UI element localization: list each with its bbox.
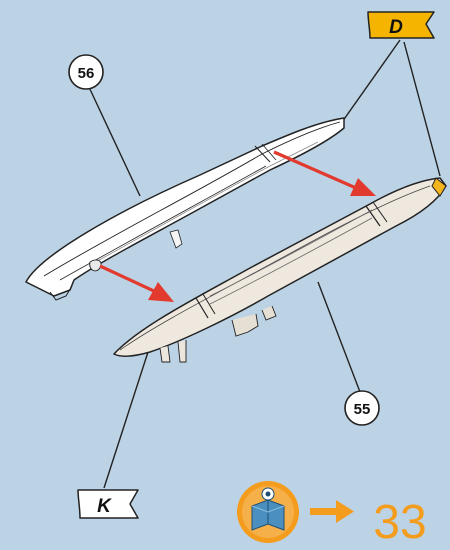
callout-56: 56	[69, 55, 103, 89]
callout-55: 55	[345, 391, 379, 425]
next-step-indicator: 33	[237, 481, 427, 549]
leader-line-k	[104, 352, 148, 488]
arrow-right-icon	[310, 500, 354, 523]
callout-55-label: 55	[354, 401, 371, 418]
leader-line-d-right	[404, 42, 440, 176]
next-step-number: 33	[373, 496, 426, 549]
flag-k-label: K	[97, 496, 112, 517]
callout-56-label: 56	[78, 65, 95, 82]
assembly-arrow-lower	[100, 266, 174, 302]
leader-line-56	[88, 85, 140, 196]
assembly-arrow-upper	[274, 152, 376, 196]
flag-d-label: D	[389, 17, 403, 38]
flag-k: K	[78, 490, 138, 518]
flag-d: D	[368, 12, 434, 38]
leader-line-55	[318, 282, 360, 392]
